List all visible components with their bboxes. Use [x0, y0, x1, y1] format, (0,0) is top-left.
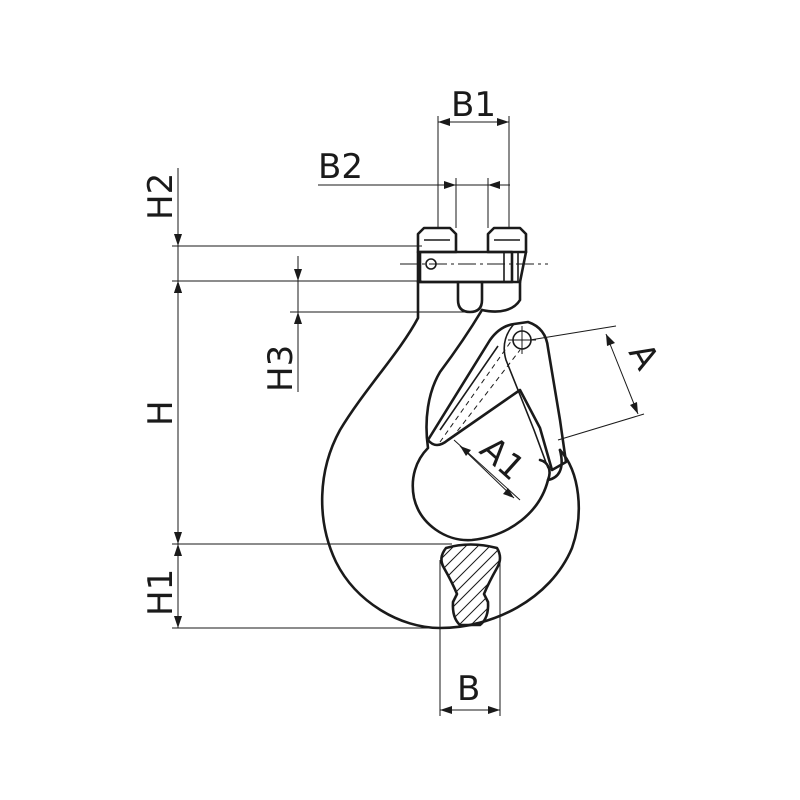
- clevis-slot: [456, 280, 484, 314]
- dimension-h3: H3: [261, 256, 466, 392]
- dimension-a1: A1: [453, 429, 532, 501]
- label-b1: B1: [451, 85, 496, 125]
- clevis-pin: [418, 250, 514, 284]
- hook-body: [320, 280, 581, 630]
- label-b2: B2: [318, 147, 363, 187]
- label-a1: A1: [472, 429, 532, 489]
- latch-inner: [439, 323, 549, 469]
- section-outline: [440, 543, 502, 627]
- dimension-b2: B2: [318, 147, 510, 228]
- label-h3: H3: [261, 345, 301, 392]
- latch-spring-dashed: [439, 339, 521, 443]
- dimension-b1: B1: [437, 85, 510, 228]
- dimension-h2: H2: [141, 168, 422, 293]
- hook-neck-right: [480, 280, 522, 313]
- clevis-head: [416, 226, 528, 314]
- hook-outer-contour: [320, 280, 581, 630]
- safety-latch: [426, 320, 568, 472]
- hook-inner-contour: [411, 308, 550, 542]
- clevis-pin-end: [503, 251, 519, 283]
- dimension-h: H: [141, 281, 452, 545]
- label-h2: H2: [141, 173, 181, 220]
- label-h1: H1: [141, 569, 181, 616]
- dimension-b: B: [439, 560, 501, 716]
- dimension-h1: H1: [141, 544, 446, 629]
- label-a: A: [620, 337, 666, 377]
- label-b: B: [457, 669, 480, 709]
- label-h: H: [141, 400, 181, 426]
- dimension-a: A: [529, 325, 666, 441]
- latch-outer: [426, 320, 568, 472]
